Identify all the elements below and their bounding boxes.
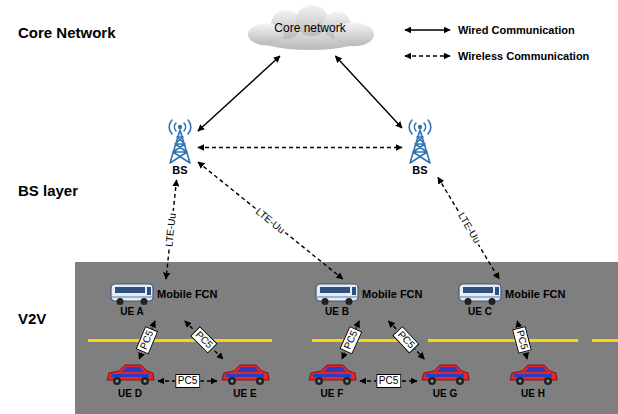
legend-sample-wireless bbox=[405, 55, 450, 56]
car-icon bbox=[420, 362, 470, 388]
node-label: UE G bbox=[433, 388, 457, 400]
node-label: UE H bbox=[521, 388, 545, 400]
base-station: BS bbox=[165, 118, 195, 177]
mobile-fcn-bus: Mobile FCNUE B bbox=[315, 282, 423, 318]
node-label: UE F bbox=[321, 388, 344, 400]
car-icon bbox=[508, 362, 558, 388]
edge-label: LTE-Uu bbox=[163, 210, 179, 249]
edge-label: PC5 bbox=[376, 374, 401, 388]
layer-label: Core Network bbox=[18, 24, 116, 41]
vehicle-car: UE E bbox=[220, 362, 270, 400]
wireless-link bbox=[438, 177, 499, 279]
node-title: Mobile FCN bbox=[362, 288, 423, 300]
tower-icon bbox=[165, 118, 195, 164]
vehicle-car: UE G bbox=[420, 362, 470, 400]
car-icon bbox=[105, 362, 155, 388]
wireless-link bbox=[389, 321, 425, 359]
node-label: UE A bbox=[110, 306, 154, 318]
mobile-fcn-bus: Mobile FCNUE C bbox=[458, 282, 566, 318]
legend-text: Wireless Communication bbox=[458, 49, 589, 63]
node-label: BS bbox=[412, 164, 427, 177]
wired-link bbox=[198, 56, 280, 131]
node-label: Core network bbox=[272, 21, 348, 36]
bus-icon bbox=[315, 282, 359, 306]
vehicle-car: UE H bbox=[508, 362, 558, 400]
vehicle-car: UE D bbox=[105, 362, 155, 400]
node-title: Mobile FCN bbox=[157, 288, 218, 300]
car-icon bbox=[220, 362, 270, 388]
base-station: BS bbox=[405, 118, 435, 177]
node-label: UE B bbox=[315, 306, 359, 318]
node-label: BS bbox=[172, 164, 187, 177]
node-title: Mobile FCN bbox=[505, 288, 566, 300]
wireless-link bbox=[185, 321, 223, 359]
legend-text: Wired Communication bbox=[458, 23, 575, 37]
car-icon bbox=[307, 362, 357, 388]
legend-sample-wired bbox=[405, 29, 450, 30]
edge-label: LTE-Uu bbox=[454, 209, 484, 248]
wireless-link bbox=[198, 162, 343, 279]
layer-label: V2V bbox=[18, 310, 46, 327]
wireless-link bbox=[198, 147, 402, 148]
road bbox=[75, 262, 618, 414]
node-label: UE D bbox=[118, 388, 142, 400]
wired-link bbox=[335, 56, 402, 128]
edge-label: LTE-Uu bbox=[252, 204, 289, 237]
layer-label: BS layer bbox=[18, 182, 78, 199]
bus-icon bbox=[458, 282, 502, 306]
node-label: UE C bbox=[458, 306, 502, 318]
node-label: UE E bbox=[233, 388, 256, 400]
edge-label: PC5 bbox=[175, 374, 200, 388]
mobile-fcn-bus: Mobile FCNUE A bbox=[110, 282, 218, 318]
bus-icon bbox=[110, 282, 154, 306]
tower-icon bbox=[405, 118, 435, 164]
vehicle-car: UE F bbox=[307, 362, 357, 400]
core-network-cloud: Core network bbox=[240, 4, 380, 53]
